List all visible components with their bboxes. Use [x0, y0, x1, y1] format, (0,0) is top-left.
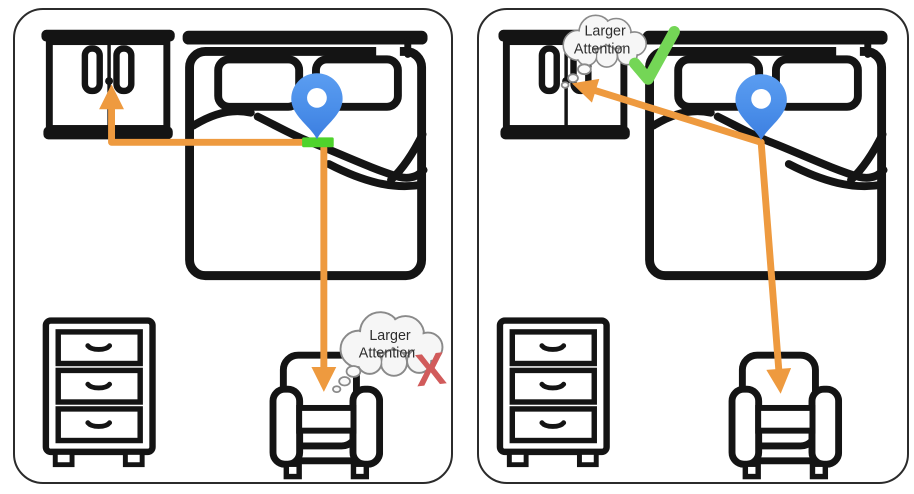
cross-icon: X	[413, 342, 448, 396]
left-room-diagram: Larger Attention X	[15, 10, 448, 482]
attention-arrows	[99, 84, 337, 392]
arrow-to-wardrobe	[99, 84, 308, 146]
bed-icon	[183, 31, 428, 276]
dresser-icon	[500, 321, 607, 465]
wardrobe-icon	[41, 30, 174, 140]
cloud-text-line1: Larger	[369, 328, 411, 344]
arrow-to-armchair	[757, 138, 792, 394]
thought-cloud: Larger Attention	[332, 311, 444, 394]
cloud-text-line2: Attention	[359, 346, 415, 362]
dresser-icon	[46, 321, 153, 465]
green-target-bar	[302, 137, 334, 148]
cloud-text-line2: Attention	[574, 41, 630, 57]
thought-bubbles	[332, 365, 362, 394]
thought-bubbles	[560, 63, 592, 89]
armchair-icon	[732, 355, 839, 476]
attention-arrows	[571, 78, 792, 394]
cloud-text-line1: Larger	[584, 24, 626, 40]
panel-correct-attention: Larger Attention	[477, 8, 909, 484]
arrow-to-wardrobe	[571, 78, 765, 146]
check-icon	[629, 26, 680, 85]
thought-cloud: Larger Attention	[560, 14, 648, 89]
panel-incorrect-attention: Larger Attention X	[13, 8, 453, 484]
right-room-diagram: Larger Attention	[479, 14, 907, 482]
